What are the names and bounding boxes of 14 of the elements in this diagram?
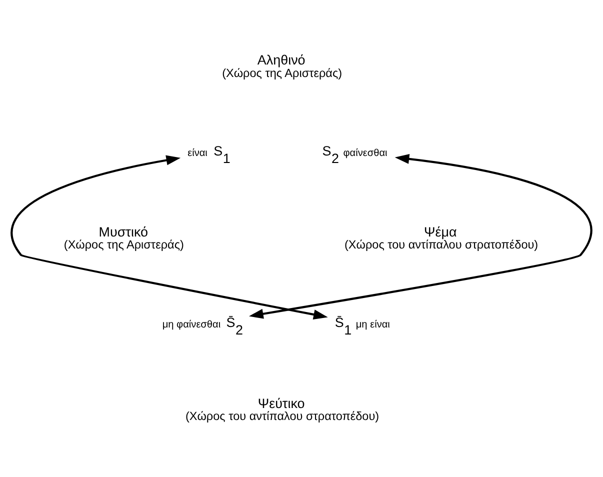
label: Ψέμα [424, 224, 457, 239]
label: Αληθινό [257, 52, 306, 68]
label: (Χώρος της Αριστεράς) [222, 66, 342, 80]
label: (Χώρος του αντίπαλου στρατοπέδου) [344, 238, 538, 251]
node-label: φαίνεσθαι [343, 147, 388, 158]
label: Μυστικό [98, 224, 148, 239]
node-label: είναι [188, 147, 208, 158]
arrow [248, 153, 592, 318]
label: Ψεύτικο [258, 395, 305, 410]
label: (Χώρος της Αριστεράς) [64, 238, 184, 251]
arrow [11, 154, 328, 319]
node-label: μη είναι [356, 318, 390, 330]
node-label: μη φαίνεσθαι [162, 318, 221, 330]
label: (Χώρος του αντίπαλου στρατοπέδου) [185, 410, 380, 423]
